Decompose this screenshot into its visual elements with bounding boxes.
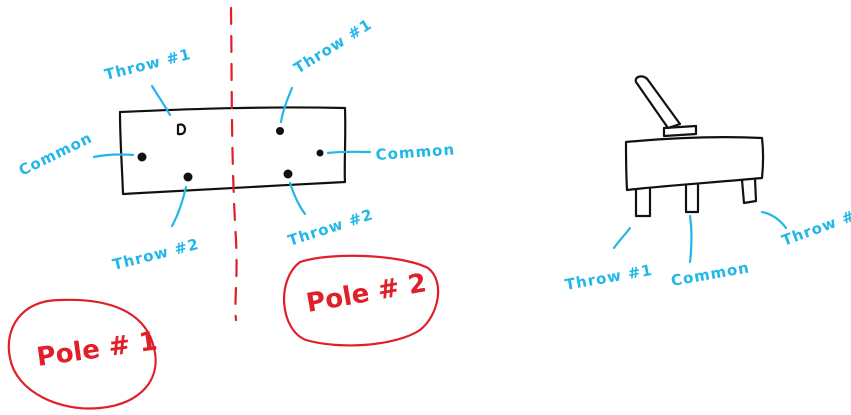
- label-side-throw1: Throw #1: [564, 261, 654, 294]
- leader-throw1-right: [279, 86, 294, 124]
- terminal-throw2-left: [183, 172, 193, 182]
- pole2-bubble: Pole # 2: [282, 254, 440, 347]
- leader-common-left: [92, 153, 135, 159]
- switch-bottom-view: [118, 106, 347, 196]
- pole1-label: Pole # 1: [35, 326, 159, 373]
- label-side-throw2: Throw #2: [779, 203, 851, 250]
- pole-divider-dashed-line: [229, 6, 238, 322]
- label-throw2-right: Throw #2: [286, 205, 376, 250]
- terminal-throw2-right: [283, 169, 293, 179]
- label-side-common: Common: [670, 258, 751, 290]
- label-throw1-left-word: Throw #1: [103, 45, 193, 84]
- switch-body-side: [624, 136, 765, 192]
- leader-common-right: [326, 150, 372, 155]
- label-throw2-left: Throw #2: [111, 235, 201, 274]
- terminal-throw1-right: [276, 127, 284, 135]
- terminal-common-left: [137, 152, 147, 162]
- leader-throw2-right: [288, 181, 307, 216]
- switch-body-outline: [118, 106, 347, 196]
- label-throw1-right: Throw #1: [291, 15, 376, 77]
- leader-side-common: [688, 214, 693, 264]
- pole2-label: Pole # 2: [304, 268, 429, 319]
- terminal-throw1-left: [176, 123, 187, 136]
- leader-throw2-left: [170, 185, 188, 228]
- leader-side-throw1: [612, 226, 632, 250]
- pin-throw2: [740, 177, 758, 205]
- label-common-left: Common: [16, 129, 95, 180]
- pole1-bubble: Pole # 1: [7, 298, 159, 410]
- pin-common: [684, 183, 700, 214]
- switch-side-view: [624, 75, 765, 218]
- leader-side-throw2: [760, 210, 788, 230]
- toggle-lever: [634, 75, 682, 130]
- pin-throw1: [634, 187, 652, 218]
- toggle-bushing: [662, 124, 698, 138]
- leader-throw1-left: [150, 84, 172, 117]
- pole2-bubble-outline: [282, 254, 440, 347]
- label-common-right: Common: [375, 140, 456, 164]
- pole1-bubble-outline: [7, 298, 157, 410]
- terminal-common-right: [316, 149, 324, 157]
